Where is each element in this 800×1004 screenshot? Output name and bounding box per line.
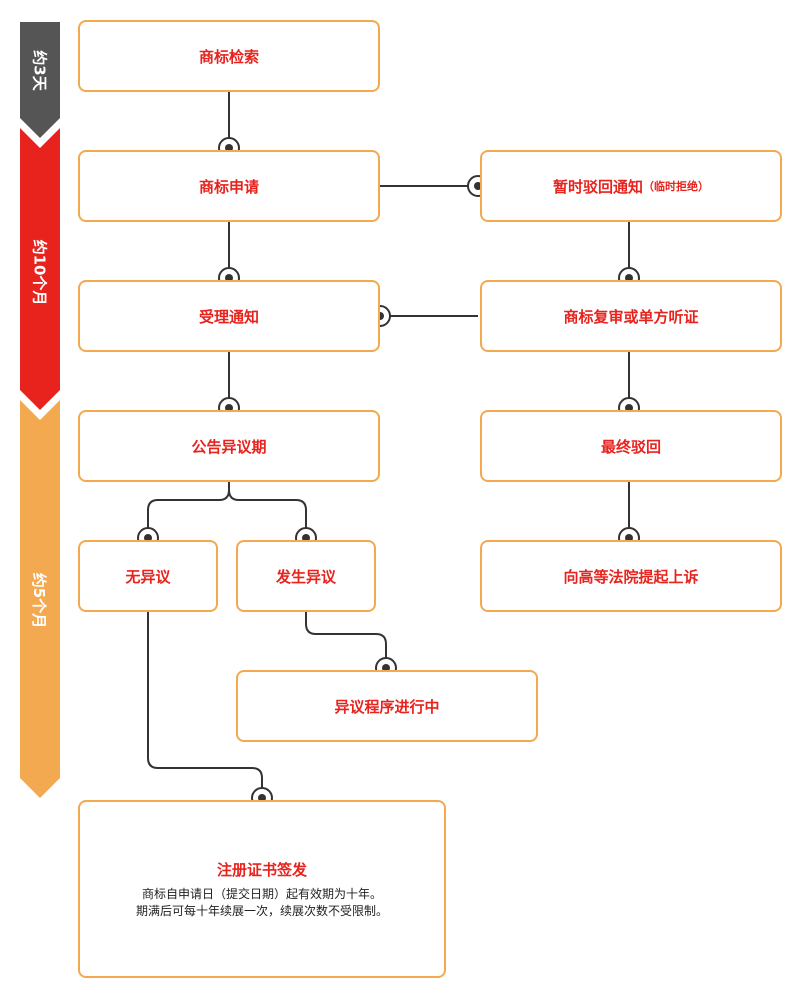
node-court-appeal-label: 向高等法院提起上诉 <box>563 567 699 586</box>
node-trademark-application: 商标申请 <box>78 150 380 222</box>
node-trademark-search-label: 商标检索 <box>198 47 259 66</box>
connector-no-objection-certificate <box>147 612 263 798</box>
node-trademark-search: 商标检索 <box>78 20 380 92</box>
timeline-segment-5-months <box>20 400 60 798</box>
node-acceptance-notice: 受理通知 <box>78 280 380 352</box>
connector-publication-branch <box>147 482 307 538</box>
node-final-rejection: 最终驳回 <box>480 410 782 482</box>
node-publication-opposition-label: 公告异议期 <box>191 437 267 456</box>
timeline-segment-10-months <box>20 128 60 410</box>
node-publication-opposition: 公告异议期 <box>78 410 380 482</box>
timeline: 约3天 约10个月 约5个月 <box>0 0 70 1000</box>
node-trademark-application-label: 商标申请 <box>198 177 259 196</box>
node-objection-raised: 发生异议 <box>236 540 376 612</box>
node-no-objection-label: 无异议 <box>125 567 171 586</box>
certificate-description-line-1: 商标自申请日（提交日期）起有效期为十年。 <box>141 886 382 901</box>
node-objection-in-progress-label: 异议程序进行中 <box>334 697 440 716</box>
node-no-objection: 无异议 <box>78 540 218 612</box>
certificate-description-line-2: 期满后可每十年续展一次，续展次数不受限制。 <box>135 903 388 918</box>
connector-objection-process <box>305 612 387 668</box>
timeline-segment-3-days <box>20 22 60 138</box>
node-certificate-issued: 注册证书签发 商标自申请日（提交日期）起有效期为十年。 期满后可每十年续展一次，… <box>78 800 446 978</box>
node-objection-raised-label: 发生异议 <box>275 567 336 586</box>
node-provisional-rejection-label: 暂时驳回通知 <box>552 177 643 196</box>
node-provisional-rejection-note: （临时拒绝） <box>643 180 709 193</box>
node-objection-in-progress: 异议程序进行中 <box>236 670 538 742</box>
node-acceptance-notice-label: 受理通知 <box>198 307 259 326</box>
node-provisional-rejection: 暂时驳回通知（临时拒绝） <box>480 150 782 222</box>
timeline-bar <box>20 22 60 798</box>
node-certificate-issued-label: 注册证书签发 <box>216 860 307 879</box>
node-review-hearing: 商标复审或单方听证 <box>480 280 782 352</box>
node-final-rejection-label: 最终驳回 <box>600 437 661 456</box>
node-court-appeal: 向高等法院提起上诉 <box>480 540 782 612</box>
node-review-hearing-label: 商标复审或单方听证 <box>563 307 699 326</box>
